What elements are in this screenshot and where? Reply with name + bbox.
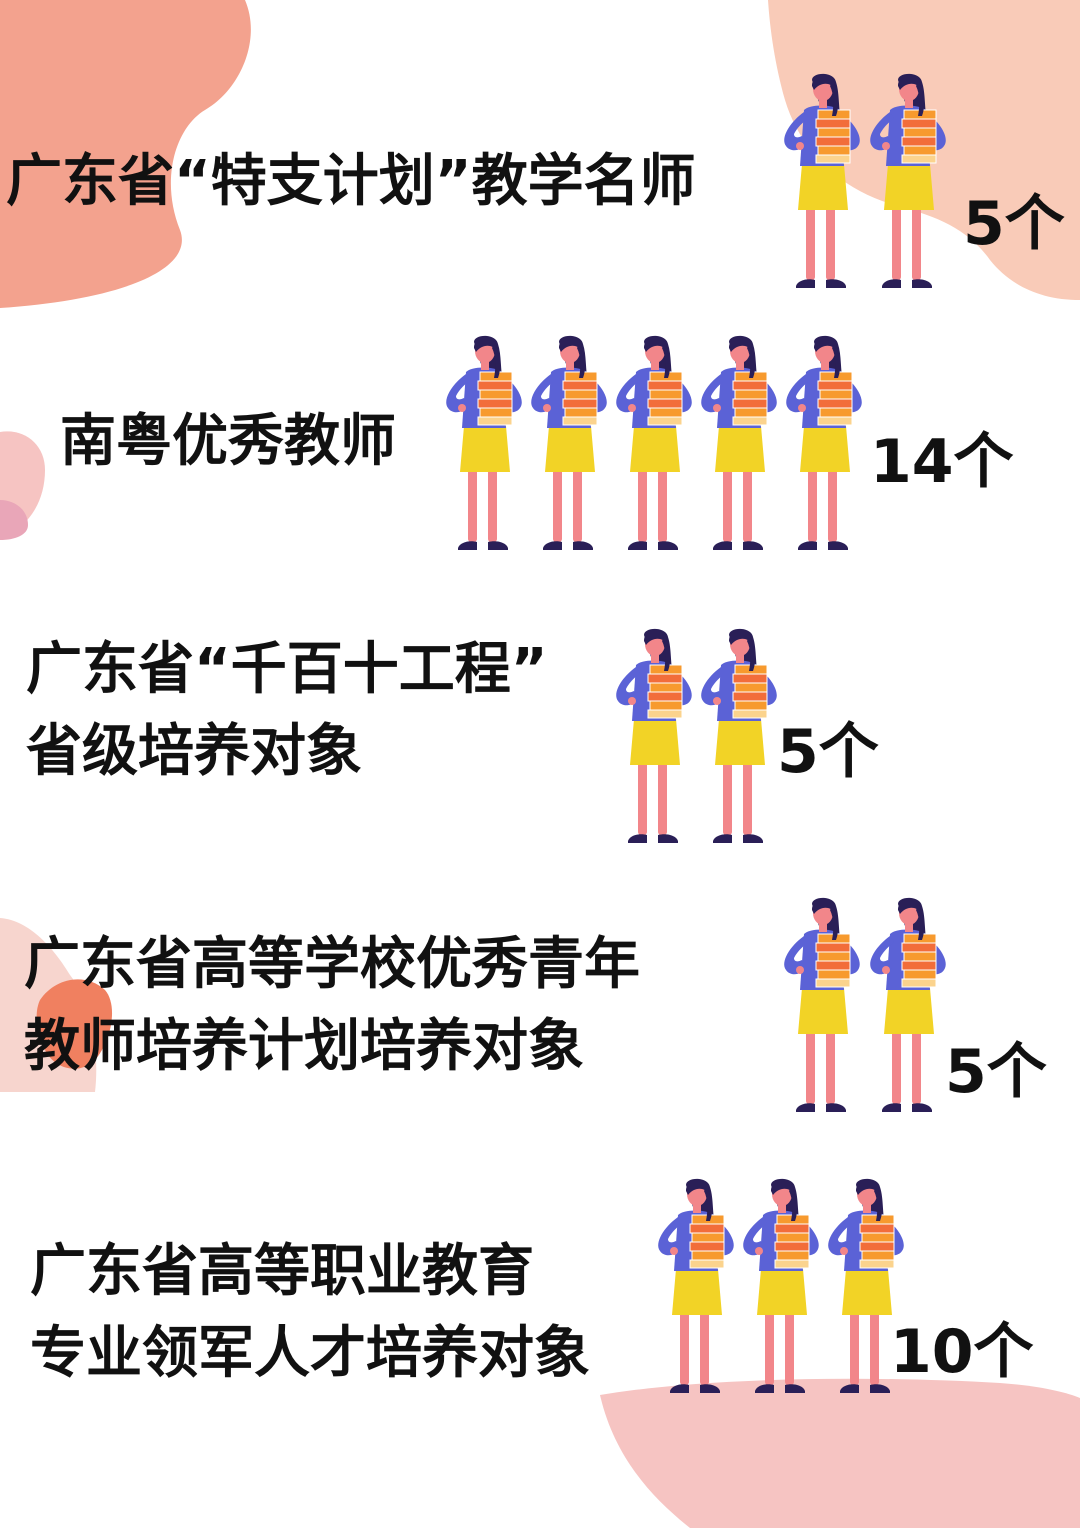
row-4-label-line-2: 教师培养计划培养对象 bbox=[24, 1014, 584, 1079]
row-4-count: 5个 bbox=[945, 1037, 1047, 1107]
teacher-with-books-icon bbox=[616, 628, 692, 843]
teacher-with-books-icon bbox=[743, 1178, 819, 1393]
teacher-with-books-icon bbox=[870, 73, 946, 288]
teacher-with-books-icon bbox=[616, 335, 692, 550]
row-2-count: 14个 bbox=[870, 427, 1014, 497]
blob-orange-accent bbox=[36, 979, 113, 1069]
row-1-count: 5个 bbox=[963, 189, 1065, 259]
teacher-with-books-icon bbox=[446, 335, 522, 550]
blob-left-middle-2 bbox=[0, 500, 28, 540]
row-3-label-line-1: 广东省“千百十工程” bbox=[26, 637, 548, 702]
teacher-with-books-icon bbox=[828, 1178, 904, 1393]
teacher-with-books-icon bbox=[784, 73, 860, 288]
teacher-with-books-icon bbox=[701, 335, 777, 550]
teacher-with-books-icon bbox=[701, 628, 777, 843]
row-5-count: 10个 bbox=[890, 1317, 1034, 1387]
teacher-with-books-icon bbox=[786, 335, 862, 550]
blob-top-left bbox=[0, 0, 251, 308]
blob-bottom bbox=[600, 1378, 1080, 1528]
teacher-with-books-icon bbox=[658, 1178, 734, 1393]
row-1-label-line-1: 广东省“特支计划”教学名师 bbox=[6, 149, 696, 214]
row-2-label-line-1: 南粤优秀教师 bbox=[60, 409, 396, 474]
row-5-label-line-2: 专业领军人才培养对象 bbox=[30, 1321, 590, 1386]
row-3-count: 5个 bbox=[777, 717, 879, 787]
teacher-with-books-icon bbox=[531, 335, 607, 550]
row-3-label-line-2: 省级培养对象 bbox=[26, 719, 362, 784]
teacher-with-books-icon bbox=[784, 897, 860, 1112]
teacher-with-books-icon bbox=[870, 897, 946, 1112]
row-5-label-line-1: 广东省高等职业教育 bbox=[30, 1239, 534, 1304]
row-4-label-line-1: 广东省高等学校优秀青年 bbox=[24, 932, 640, 997]
